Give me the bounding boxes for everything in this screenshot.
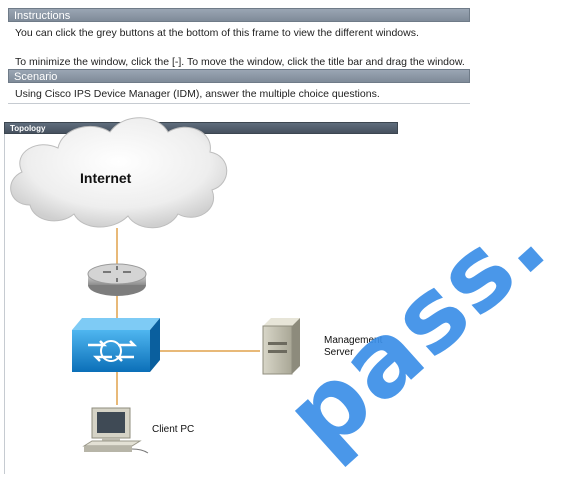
client-pc-label: Client PC <box>152 424 195 435</box>
links <box>116 228 260 405</box>
ips-sensor-icon <box>72 318 160 372</box>
topology-title: Topology <box>10 124 46 133</box>
scenario-title-bar[interactable]: Scenario <box>8 69 470 83</box>
router-icon <box>87 263 147 296</box>
management-server-label: Management Server <box>324 335 383 358</box>
instructions-line-2: To minimize the window, click the [-]. T… <box>15 56 465 68</box>
scenario-divider <box>8 103 470 104</box>
instructions-line-1: You can click the grey buttons at the bo… <box>15 27 419 39</box>
client-pc-icon <box>82 407 149 454</box>
server-icon <box>262 318 300 375</box>
internet-label: Internet <box>80 170 132 186</box>
topology-frame-left <box>4 134 5 474</box>
instructions-title: Instructions <box>14 10 71 22</box>
scenario-title: Scenario <box>14 71 58 83</box>
internet-cloud-icon <box>10 117 228 229</box>
scenario-text: Using Cisco IPS Device Manager (IDM), an… <box>15 88 380 100</box>
instructions-title-bar[interactable]: Instructions <box>8 8 470 22</box>
